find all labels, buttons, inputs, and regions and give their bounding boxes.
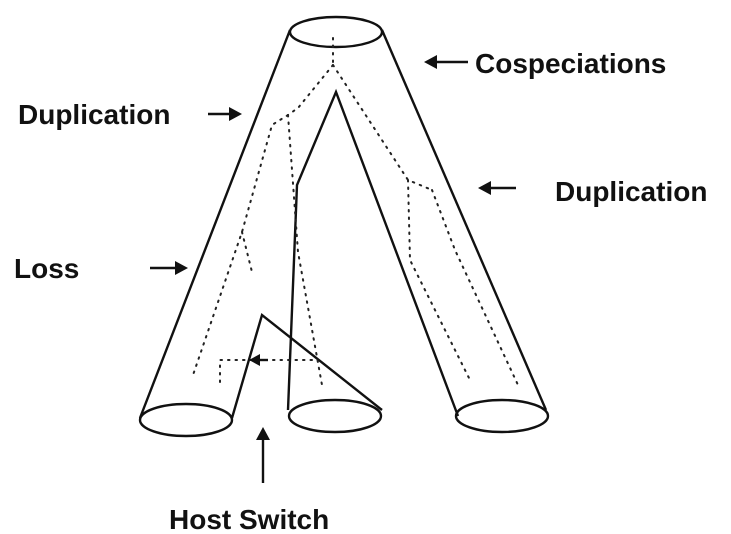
parasite-left-branch: [287, 64, 334, 116]
parasite-right-dup-outer: [431, 189, 519, 386]
root-opening: [288, 15, 384, 49]
duplication-left-arrow: [208, 107, 242, 121]
host-tree-right-edge: [380, 29, 548, 411]
middle-tip-opening: [287, 398, 383, 434]
loss-label: Loss: [14, 253, 79, 284]
loss-arrow: [150, 261, 188, 275]
host-tree-inner-right-notch: [286, 88, 460, 417]
host-switch-transfer-arrow: [249, 354, 268, 366]
parasite-left-dup-outer: [191, 114, 289, 379]
parasite-loss-branch: [241, 231, 253, 273]
host-tree-left-edge: [138, 29, 292, 419]
duplication-right-arrow: [478, 181, 516, 195]
host-tree: [138, 15, 550, 438]
host-switch-label: Host Switch: [169, 504, 329, 534]
right-tip-opening: [454, 398, 550, 434]
parasite-tree: [191, 37, 519, 386]
left-tip-opening: [138, 402, 234, 438]
parasite-left-dup-inner: [287, 114, 323, 386]
parasite-host-switch-branch: [219, 359, 315, 383]
cospeciations-arrow: [424, 55, 468, 69]
duplication-right-label: Duplication: [555, 176, 707, 207]
cospeciations-label: Cospeciations: [475, 48, 666, 79]
host-tree-inner-left-notch: [230, 312, 383, 419]
parasite-right-branch: [332, 64, 433, 191]
duplication-left-label: Duplication: [18, 99, 170, 130]
host-switch-arrow: [256, 427, 270, 483]
